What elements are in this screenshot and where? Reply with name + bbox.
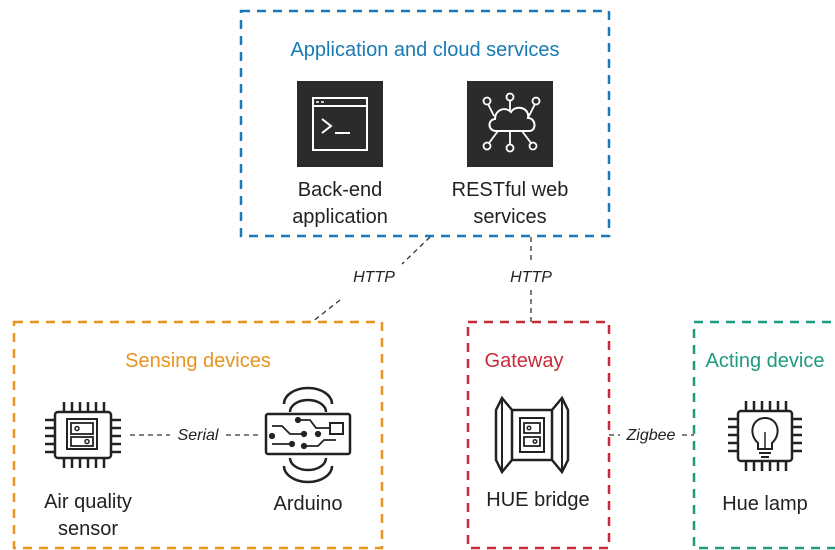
air-sensor-label-line1: Air quality xyxy=(44,491,132,513)
lightbulb-chip-icon xyxy=(728,401,802,471)
http-sensing-label: HTTP xyxy=(353,269,395,286)
rest-label-line2: services xyxy=(473,206,546,228)
terminal-icon xyxy=(297,81,383,167)
hue-lamp-label: Hue lamp xyxy=(722,493,808,515)
http-gateway-label: HTTP xyxy=(510,269,552,286)
cloud-group-title: Application and cloud services xyxy=(290,39,559,61)
acting-group-title: Acting device xyxy=(706,350,825,372)
arduino-label: Arduino xyxy=(274,493,343,515)
gateway-group-title: Gateway xyxy=(485,350,564,372)
http-sensing-connector-bottom xyxy=(311,299,341,323)
gateway-group-box xyxy=(466,320,611,550)
acting-group-box xyxy=(692,320,835,550)
sensing-group-box xyxy=(12,320,384,550)
backend-label-line1: Back-end xyxy=(298,179,383,201)
rest-label-line1: RESTful web xyxy=(452,179,569,201)
chip-icon xyxy=(45,402,121,468)
circuit-board-icon xyxy=(264,386,352,484)
serial-label: Serial xyxy=(178,427,219,444)
sensing-group-title: Sensing devices xyxy=(125,350,271,372)
bridge-icon xyxy=(494,395,570,475)
zigbee-label: Zigbee xyxy=(626,427,676,444)
hue-bridge-label: HUE bridge xyxy=(486,489,589,511)
air-sensor-label-line2: sensor xyxy=(58,518,118,540)
cloud-group-box xyxy=(239,9,611,238)
cloud-network-icon xyxy=(467,81,553,167)
backend-label-line2: application xyxy=(292,206,388,228)
http-sensing-connector-top xyxy=(401,236,431,265)
